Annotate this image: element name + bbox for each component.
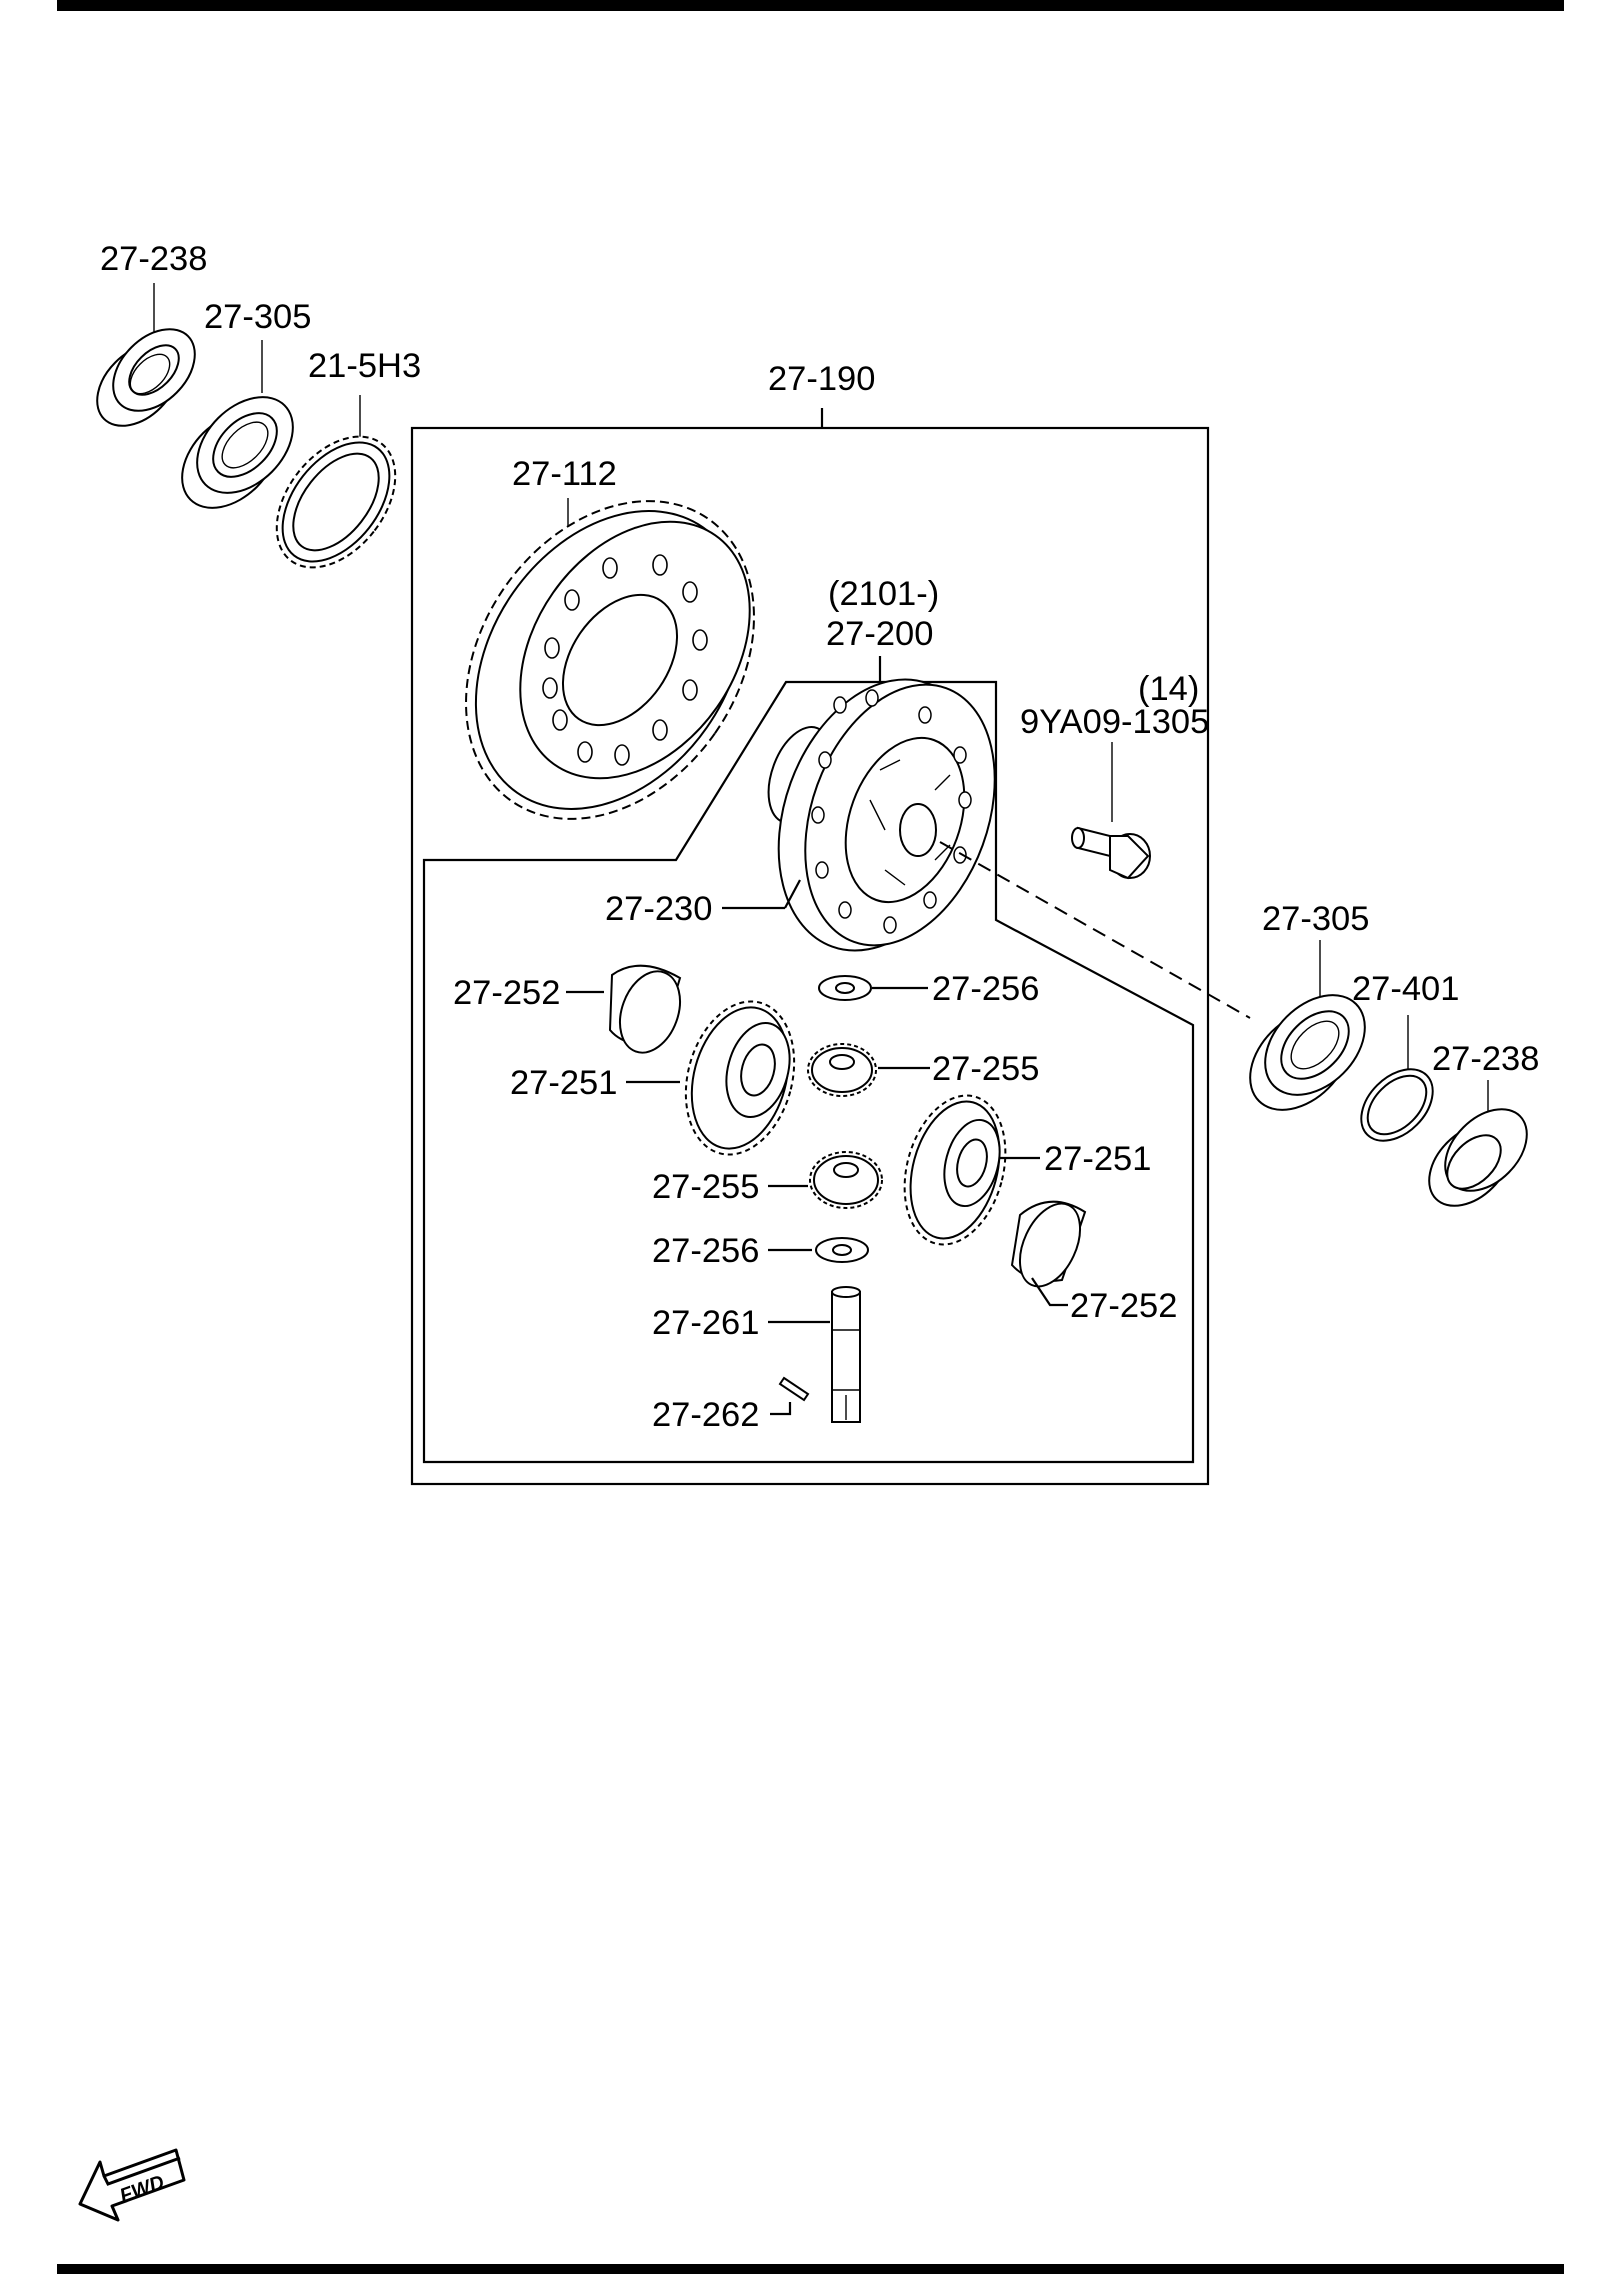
oil-seal-left (96, 283, 196, 427)
case-assembly-outline (422, 680, 1195, 1464)
label-assembly: 27-190 (768, 360, 875, 398)
bearing-left (181, 340, 294, 509)
label-shim: 27-401 (1352, 970, 1459, 1008)
side-gear-upper (626, 1000, 796, 1156)
thrust-washer-upper (566, 964, 682, 1054)
label-seal-left: 27-238 (100, 240, 207, 278)
label-case: 27-230 (605, 890, 712, 928)
pinion-lower (768, 1151, 883, 1209)
label-pinion-lower: 27-255 (652, 1168, 759, 1206)
label-thrust-washer-lower: 27-252 (1070, 1287, 1177, 1325)
label-sensor-ring: 21-5H3 (308, 347, 421, 385)
label-bearing-right: 27-305 (1262, 900, 1369, 938)
assembly-frame (410, 426, 1210, 1486)
ring-gear (465, 498, 755, 820)
bottom-border-bar (57, 2264, 1564, 2274)
oil-seal-right (1428, 1080, 1528, 1207)
label-bolt-qty: (14) (1138, 670, 1199, 708)
shim (1360, 1015, 1434, 1142)
washer-upper (818, 975, 928, 1001)
fwd-arrow-icon: FWD (78, 2148, 186, 2222)
label-pinion-shaft: 27-261 (652, 1304, 759, 1342)
side-gear-lower (903, 1094, 1040, 1246)
label-washer-upper: 27-256 (932, 970, 1039, 1008)
thrust-washer-lower (1010, 1200, 1087, 1307)
label-side-gear-upper: 27-251 (510, 1064, 617, 1102)
assembly-axis-line (939, 841, 1251, 1019)
lock-pin (770, 1376, 810, 1416)
pinion-shaft (768, 1286, 861, 1423)
label-washer-lower: 27-256 (652, 1232, 759, 1270)
differential-case (722, 678, 996, 952)
pinion-upper (807, 1043, 930, 1097)
bearing-right (1249, 940, 1366, 1111)
label-bolt: 9YA09-1305 (1020, 703, 1209, 741)
label-case-assy: 27-200 (826, 615, 933, 653)
sensor-ring (275, 395, 397, 569)
label-ring-gear: 27-112 (512, 455, 617, 493)
label-bearing-left: 27-305 (204, 298, 311, 336)
label-seal-right: 27-238 (1432, 1040, 1539, 1078)
label-side-gear-lower: 27-251 (1044, 1140, 1151, 1178)
top-border-bar (57, 0, 1564, 11)
label-thrust-washer-upper: 27-252 (453, 974, 560, 1012)
label-pinion-upper: 27-255 (932, 1050, 1039, 1088)
label-case-note: (2101-) (828, 575, 939, 613)
case-bolt (1071, 742, 1151, 880)
washer-lower (768, 1237, 869, 1263)
label-pin: 27-262 (652, 1396, 759, 1434)
